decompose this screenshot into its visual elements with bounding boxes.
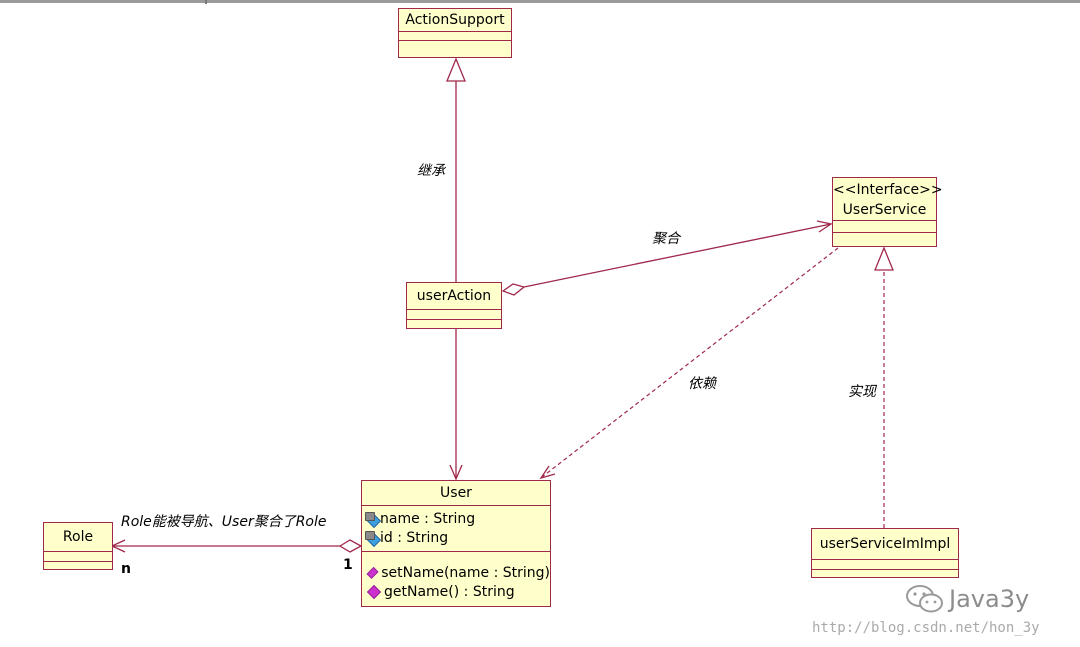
aggregation-arrowhead — [816, 220, 833, 233]
attributes-compartment — [833, 221, 936, 233]
attributes-compartment — [44, 552, 112, 562]
attribute-text: name : String — [380, 510, 476, 527]
operations-compartment — [407, 320, 501, 329]
url-watermark: http://blog.csdn.net/hon_3y — [812, 620, 1040, 636]
operations-compartment — [833, 233, 936, 245]
class-user-service-impl[interactable]: userServiceImImpl — [811, 528, 959, 578]
class-name: Role — [44, 523, 112, 552]
role-aggregation-label: Role能被导航、User聚合了Role — [121, 514, 327, 530]
dependency-line — [541, 247, 839, 478]
window-top-border — [0, 0, 1080, 3]
aggregation-label: 聚合 — [652, 231, 680, 247]
class-user[interactable]: User name : String id : String setName(n… — [361, 480, 551, 607]
attributes-compartment — [407, 310, 501, 320]
private-attribute-icon — [365, 530, 382, 547]
operation-text: setName(name : String) — [381, 564, 550, 581]
class-name: userAction — [407, 283, 501, 310]
public-operation-icon — [366, 584, 382, 599]
realization-arrowhead — [874, 246, 894, 271]
operations-compartment — [44, 562, 112, 571]
brand-watermark: Java3y — [905, 584, 1029, 614]
attribute-text: id : String — [380, 529, 449, 546]
stereotype: <<Interface>> — [833, 182, 943, 198]
association-arrowhead — [449, 464, 463, 481]
inheritance-arrowhead — [446, 57, 466, 82]
inheritance-label: 继承 — [417, 163, 445, 179]
public-operation-icon — [366, 566, 379, 579]
operation-text: getName() : String — [384, 583, 515, 600]
attributes-compartment — [399, 32, 511, 41]
class-role[interactable]: Role — [43, 522, 113, 570]
operations-compartment: setName(name : String) getName() : Strin… — [362, 552, 550, 603]
class-name: ActionSupport — [399, 9, 511, 32]
window-top-tick — [205, 0, 207, 4]
class-name: User — [362, 481, 550, 506]
aggregation-diamond — [501, 283, 526, 296]
attributes-compartment — [812, 560, 958, 570]
operations-compartment — [812, 570, 958, 579]
operation-row: setName(name : String) — [362, 563, 550, 582]
class-name: userServiceImImpl — [812, 529, 958, 560]
multiplicity-user: 1 — [343, 557, 353, 573]
attributes-compartment: name : String id : String — [362, 506, 550, 552]
operation-row: getName() : String — [362, 582, 550, 601]
operations-compartment — [399, 41, 511, 51]
brand-text: Java3y — [949, 585, 1030, 613]
role-aggregation-diamond — [338, 539, 363, 553]
dependency-arrowhead — [539, 465, 556, 480]
interface-user-service[interactable]: <<Interface>> UserService — [832, 177, 943, 247]
class-name: UserService — [833, 200, 936, 221]
attribute-row: name : String — [362, 509, 550, 528]
aggregation-line — [523, 223, 832, 288]
dependency-label: 依赖 — [688, 376, 716, 392]
class-action-support[interactable]: ActionSupport — [398, 8, 512, 58]
private-attribute-icon — [365, 511, 382, 528]
realization-label: 实现 — [848, 384, 876, 400]
multiplicity-role: n — [121, 561, 131, 577]
attribute-row: id : String — [362, 528, 550, 547]
wechat-icon — [906, 585, 943, 613]
class-user-action[interactable]: userAction — [406, 282, 502, 329]
